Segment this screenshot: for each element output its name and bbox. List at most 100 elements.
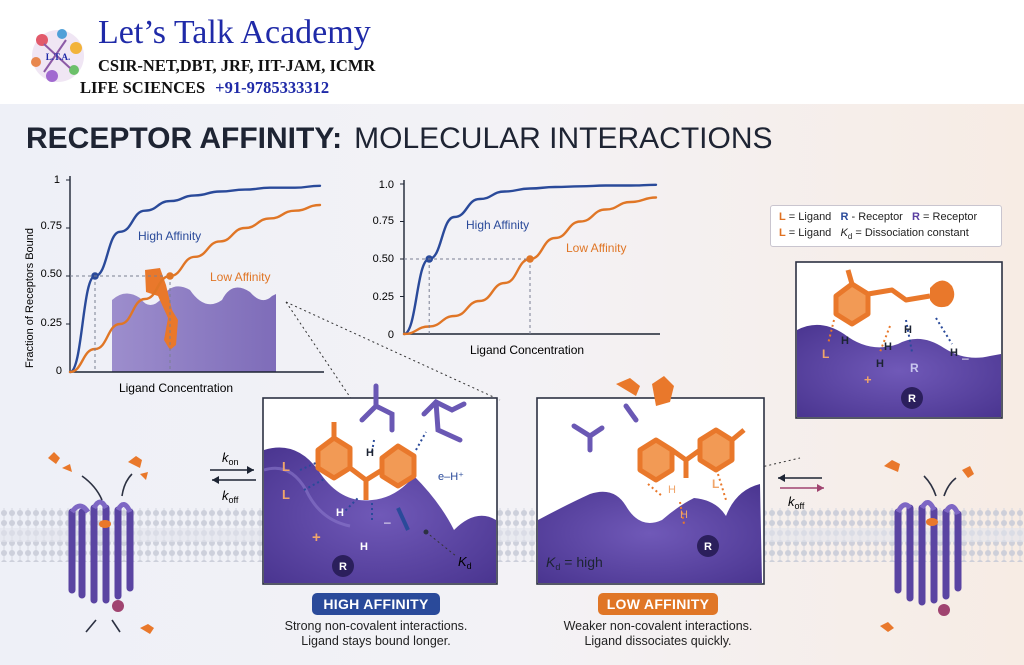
label-R: R: [704, 541, 712, 553]
high-affinity-caption: Strong non-covalent interactions. Ligand…: [256, 619, 496, 649]
chart2-y-tick: 0: [388, 329, 394, 341]
label-minus: –: [384, 515, 391, 529]
receptor-silhouette-chart1: [112, 286, 276, 372]
inset-label-H: H: [841, 335, 849, 347]
legend-symbol-sub: d: [847, 232, 853, 242]
k-on-label: kon: [222, 450, 239, 467]
legend-symbol: R: [840, 211, 849, 223]
receptor-protein-right: [894, 500, 962, 616]
ligand-particles-right: [880, 460, 974, 632]
page-title: RECEPTOR AFFINITY: MOLECULAR INTERACTIONS: [26, 122, 773, 156]
legend-symbol: L: [779, 227, 786, 239]
subject-line: LIFE SCIENCES +91-9785333312: [80, 78, 329, 98]
label-H: H: [668, 484, 676, 496]
phone-number: +91-9785333312: [215, 78, 330, 97]
label-H: H: [366, 447, 374, 459]
label-H: H: [360, 541, 368, 553]
legend-text: = Dissociation constant: [852, 227, 969, 239]
low-affinity-badge: LOW AFFINITY: [598, 593, 718, 615]
legend-row-2: L = Ligand Kd = Dissociation constant: [779, 227, 969, 241]
kinetic-arrows-right: koff: [778, 474, 824, 511]
label-R: R: [339, 561, 347, 573]
chart2-low-label: Low Affinity: [566, 241, 626, 255]
chart2-y-tick: 0.75: [373, 215, 394, 227]
ligand-particles-left: [48, 452, 154, 634]
chart2-y-tick: 0.50: [373, 253, 394, 265]
caption-line: Ligand dissociates quickly.: [584, 634, 732, 648]
low-affinity-panel: H H L R Kd = high: [536, 376, 765, 585]
ligand-molecule-high: [315, 422, 417, 500]
receptor-badge: [697, 535, 719, 557]
label-L: L: [712, 477, 719, 491]
high-affinity-panel: L L H H H + – e–H⁺ R Kd: [262, 383, 498, 585]
series-line-1: [68, 203, 322, 374]
chart1-y-tick: 0.75: [41, 220, 62, 232]
inset-label-minus: –: [962, 351, 969, 365]
legend-text: = Ligand: [785, 211, 832, 223]
chart1-x-label: Ligand Concentration: [119, 381, 233, 395]
legend-symbol: R: [912, 211, 920, 223]
chart1-y-ticks: 1 0.75 0.50 0.25 0: [41, 174, 62, 377]
label-kd-high: Kd = high: [546, 554, 603, 572]
inset-label-H: H: [904, 324, 912, 336]
label-e-h: e–H⁺: [438, 471, 464, 483]
inset-label-H: H: [950, 347, 958, 359]
brand-title: Let’s Talk Academy: [98, 14, 371, 51]
half-saturation-point-1: [526, 255, 534, 263]
legend-box: L = Ligand R - Receptor R = Receptor L =…: [770, 205, 1002, 247]
legend-row-1: L = Ligand R - Receptor R = Receptor: [779, 211, 977, 223]
title-light: MOLECULAR INTERACTIONS: [354, 122, 773, 155]
receptor-badge: [332, 555, 354, 577]
k-off-label: koff: [222, 488, 239, 505]
series-line-0: [68, 184, 322, 374]
chart-1: 1 0.75 0.50 0.25 0 Fraction of Receptors…: [24, 174, 324, 395]
chart1-y-label: Fraction of Receptors Bound: [24, 228, 36, 368]
chart1-y-tick: 0.50: [41, 268, 62, 280]
receptor-badge: [901, 387, 923, 409]
low-affinity-caption: Weaker non-covalent interactions. Ligand…: [540, 619, 776, 649]
exam-list: CSIR-NET,DBT, JRF, IIT-JAM, ICMR: [98, 56, 376, 75]
inset-label-plus: +: [864, 372, 872, 387]
binding-site-inset: H H H H H L + R – R: [795, 261, 1003, 419]
header-band: [0, 0, 1024, 104]
title-bold: RECEPTOR AFFINITY:: [26, 122, 343, 155]
label-H: H: [680, 509, 688, 521]
chart2-y-tick: 1.0: [379, 179, 394, 191]
chart2-y-tick: 0.25: [373, 291, 394, 303]
chart1-low-label: Low Affinity: [210, 270, 270, 284]
chart2-x-label: Ligand Concentration: [470, 343, 584, 357]
inset-label-H: H: [876, 358, 884, 370]
inset-label-H: H: [884, 341, 892, 353]
academy-logo: L.T.A.: [31, 29, 84, 82]
cell-membrane: [0, 508, 1024, 562]
subject-text: LIFE SCIENCES: [80, 78, 206, 97]
inset-label-R: R: [910, 361, 919, 375]
chart1-y-tick: 1: [54, 174, 60, 186]
k-off-label-right: koff: [788, 494, 805, 511]
caption-line: Weaker non-covalent interactions.: [563, 619, 753, 633]
h-bond-lines-low: [647, 473, 727, 525]
kinetic-arrows-left: kon koff: [210, 450, 256, 505]
chart1-y-tick: 0.25: [41, 317, 62, 329]
caption-line: Strong non-covalent interactions.: [284, 619, 468, 633]
legend-symbol: K: [840, 227, 848, 239]
series-line-0: [402, 183, 658, 336]
label-L: L: [282, 487, 290, 502]
chart2-high-label: High Affinity: [466, 218, 529, 232]
high-affinity-badge: HIGH AFFINITY: [312, 593, 440, 615]
ligand-molecule-low: [637, 427, 746, 483]
label-kd: Kd: [458, 554, 472, 571]
chart-2: 1.0 0.75 0.50 0.25 0 Ligand Concentratio…: [373, 179, 660, 357]
caption-line: Ligand stays bound longer.: [301, 634, 451, 648]
ligand-fragment-low: [652, 376, 674, 406]
chart2-y-ticks: 1.0 0.75 0.50 0.25 0: [373, 179, 394, 341]
inset-label-L: L: [822, 347, 829, 361]
label-plus: +: [312, 529, 321, 546]
legend-symbol: L: [779, 211, 786, 223]
legend-text: - Receptor: [848, 211, 903, 223]
connector-line: [285, 301, 501, 401]
half-saturation-point-1: [166, 272, 174, 280]
receptor-protein-left: [68, 499, 134, 612]
label-H: H: [336, 507, 344, 519]
